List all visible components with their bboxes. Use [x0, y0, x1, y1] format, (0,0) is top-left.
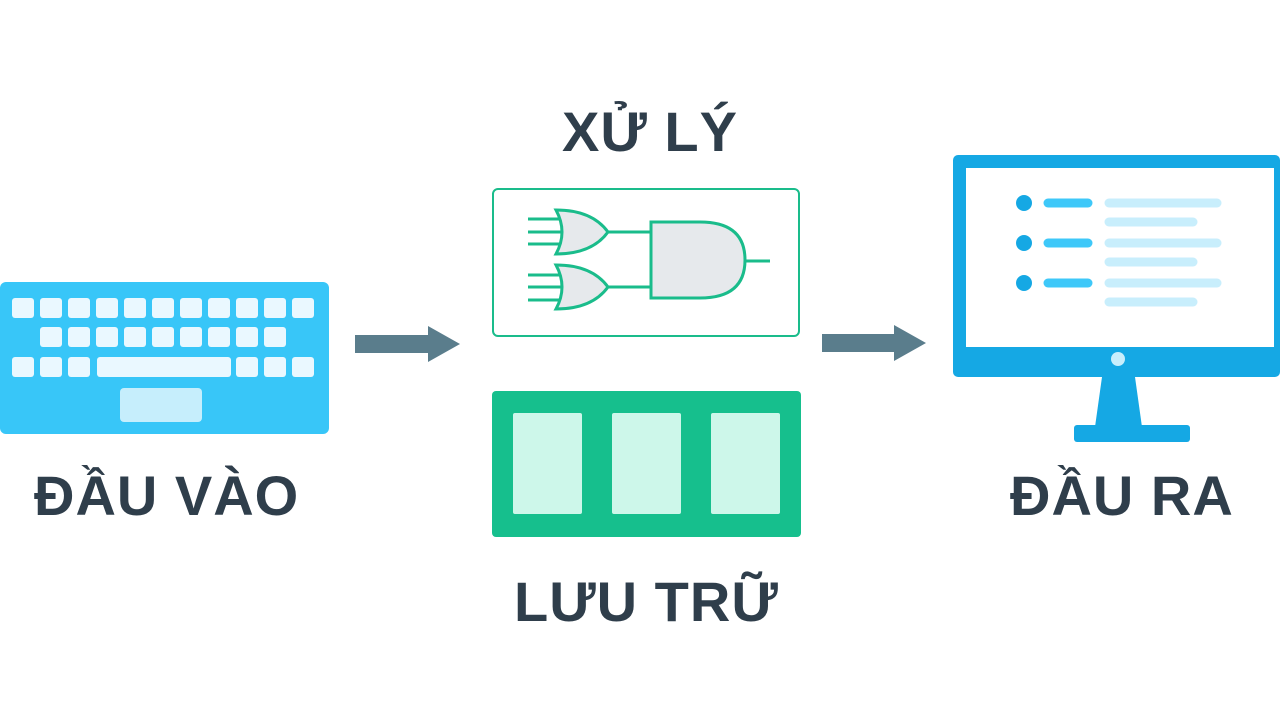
- input-label: ĐẦU VÀO: [34, 464, 300, 527]
- storage-label: LƯU TRỮ: [514, 570, 779, 633]
- output-label: ĐẦU RA: [1010, 464, 1234, 527]
- processing-label: XỬ LÝ: [562, 100, 738, 163]
